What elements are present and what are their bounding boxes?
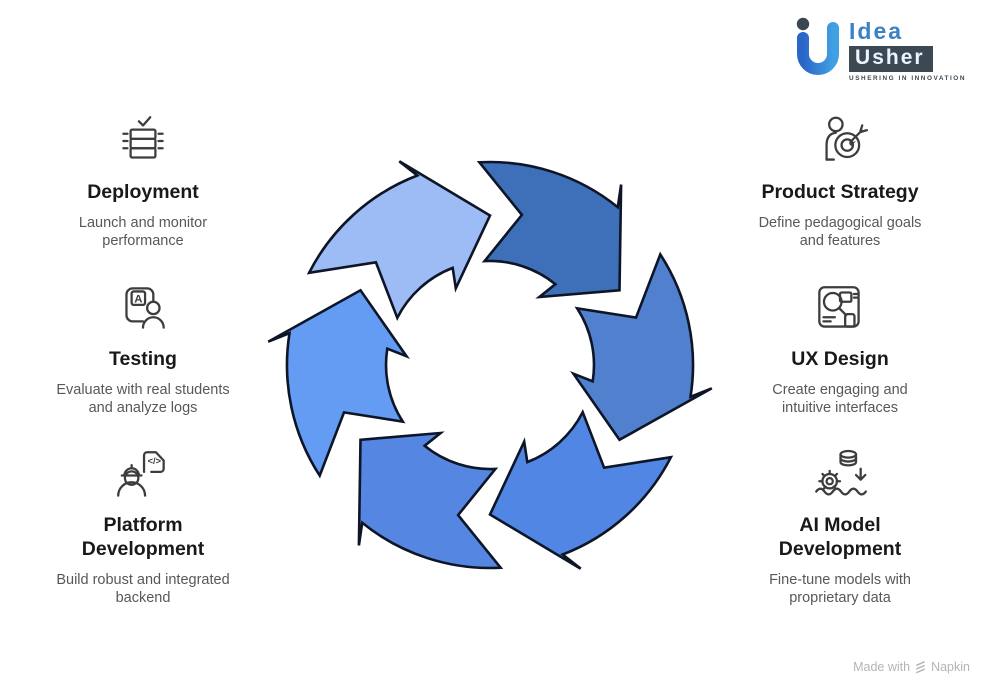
- cycle-arrow-left: [267, 288, 411, 479]
- gear-database-icon: [809, 444, 871, 506]
- stage-description: Define pedagogical goals and features: [758, 214, 922, 250]
- stage-platform-development: </> Platform Development Build robust an…: [33, 444, 253, 607]
- cycle-diagram: [267, 160, 713, 570]
- stage-product-strategy: Product Strategy Define pedagogical goal…: [730, 111, 950, 250]
- student-card-icon: A: [112, 278, 174, 340]
- stage-ai-model-development: AI Model Development Fine-tune models wi…: [730, 444, 950, 607]
- stage-title: Platform Development: [81, 514, 205, 560]
- logo-idea-text: Idea: [849, 18, 904, 44]
- wireframe-icon: [809, 278, 871, 340]
- cycle-arrow-bottom-left: [357, 431, 504, 570]
- stage-description: Launch and monitor performance: [78, 214, 208, 250]
- stage-description: Build robust and integrated backend: [56, 571, 230, 606]
- stage-title: Product Strategy: [761, 181, 919, 203]
- stage-description: Evaluate with real students and analyze …: [56, 381, 230, 417]
- person-target-icon: [809, 111, 871, 173]
- cycle-arrow-bottom-right: [488, 409, 674, 570]
- cycle-arrow-top-left: [306, 160, 492, 321]
- napkin-brand-text: Napkin: [931, 660, 970, 674]
- stage-deployment: Deployment Launch and monitor performanc…: [33, 111, 253, 250]
- made-with-text: Made with: [853, 660, 911, 674]
- cycle-arrow-top-right: [476, 160, 623, 299]
- stage-testing: A Testing Evaluate with real students an…: [33, 278, 253, 417]
- stage-title: AI Model Development: [778, 514, 902, 560]
- engineer-code-icon: </>: [112, 444, 174, 506]
- stage-description: Fine-tune models with proprietary data: [769, 571, 911, 606]
- logo-usher-text: Usher: [849, 46, 933, 73]
- cycle-arrow-right: [569, 251, 713, 442]
- stage-description: Create engaging and intuitive interfaces: [772, 381, 908, 417]
- napkin-logo-icon: [916, 661, 925, 674]
- stage-ux-design: UX Design Create engaging and intuitive …: [730, 278, 950, 417]
- svg-text:</>: </>: [148, 456, 162, 466]
- logo-tagline: USHERING IN INNOVATION: [849, 75, 966, 83]
- stage-title: Deployment: [87, 181, 199, 203]
- stage-title: Testing: [109, 348, 177, 370]
- server-check-icon: [112, 111, 174, 173]
- svg-text:A: A: [134, 293, 142, 305]
- idea-usher-logo: Idea Usher USHERING IN INNOVATION: [792, 14, 966, 82]
- stage-title: UX Design: [791, 348, 889, 370]
- idea-usher-mark-icon: [796, 17, 840, 75]
- made-with-napkin-link[interactable]: Made with Napkin: [853, 660, 970, 674]
